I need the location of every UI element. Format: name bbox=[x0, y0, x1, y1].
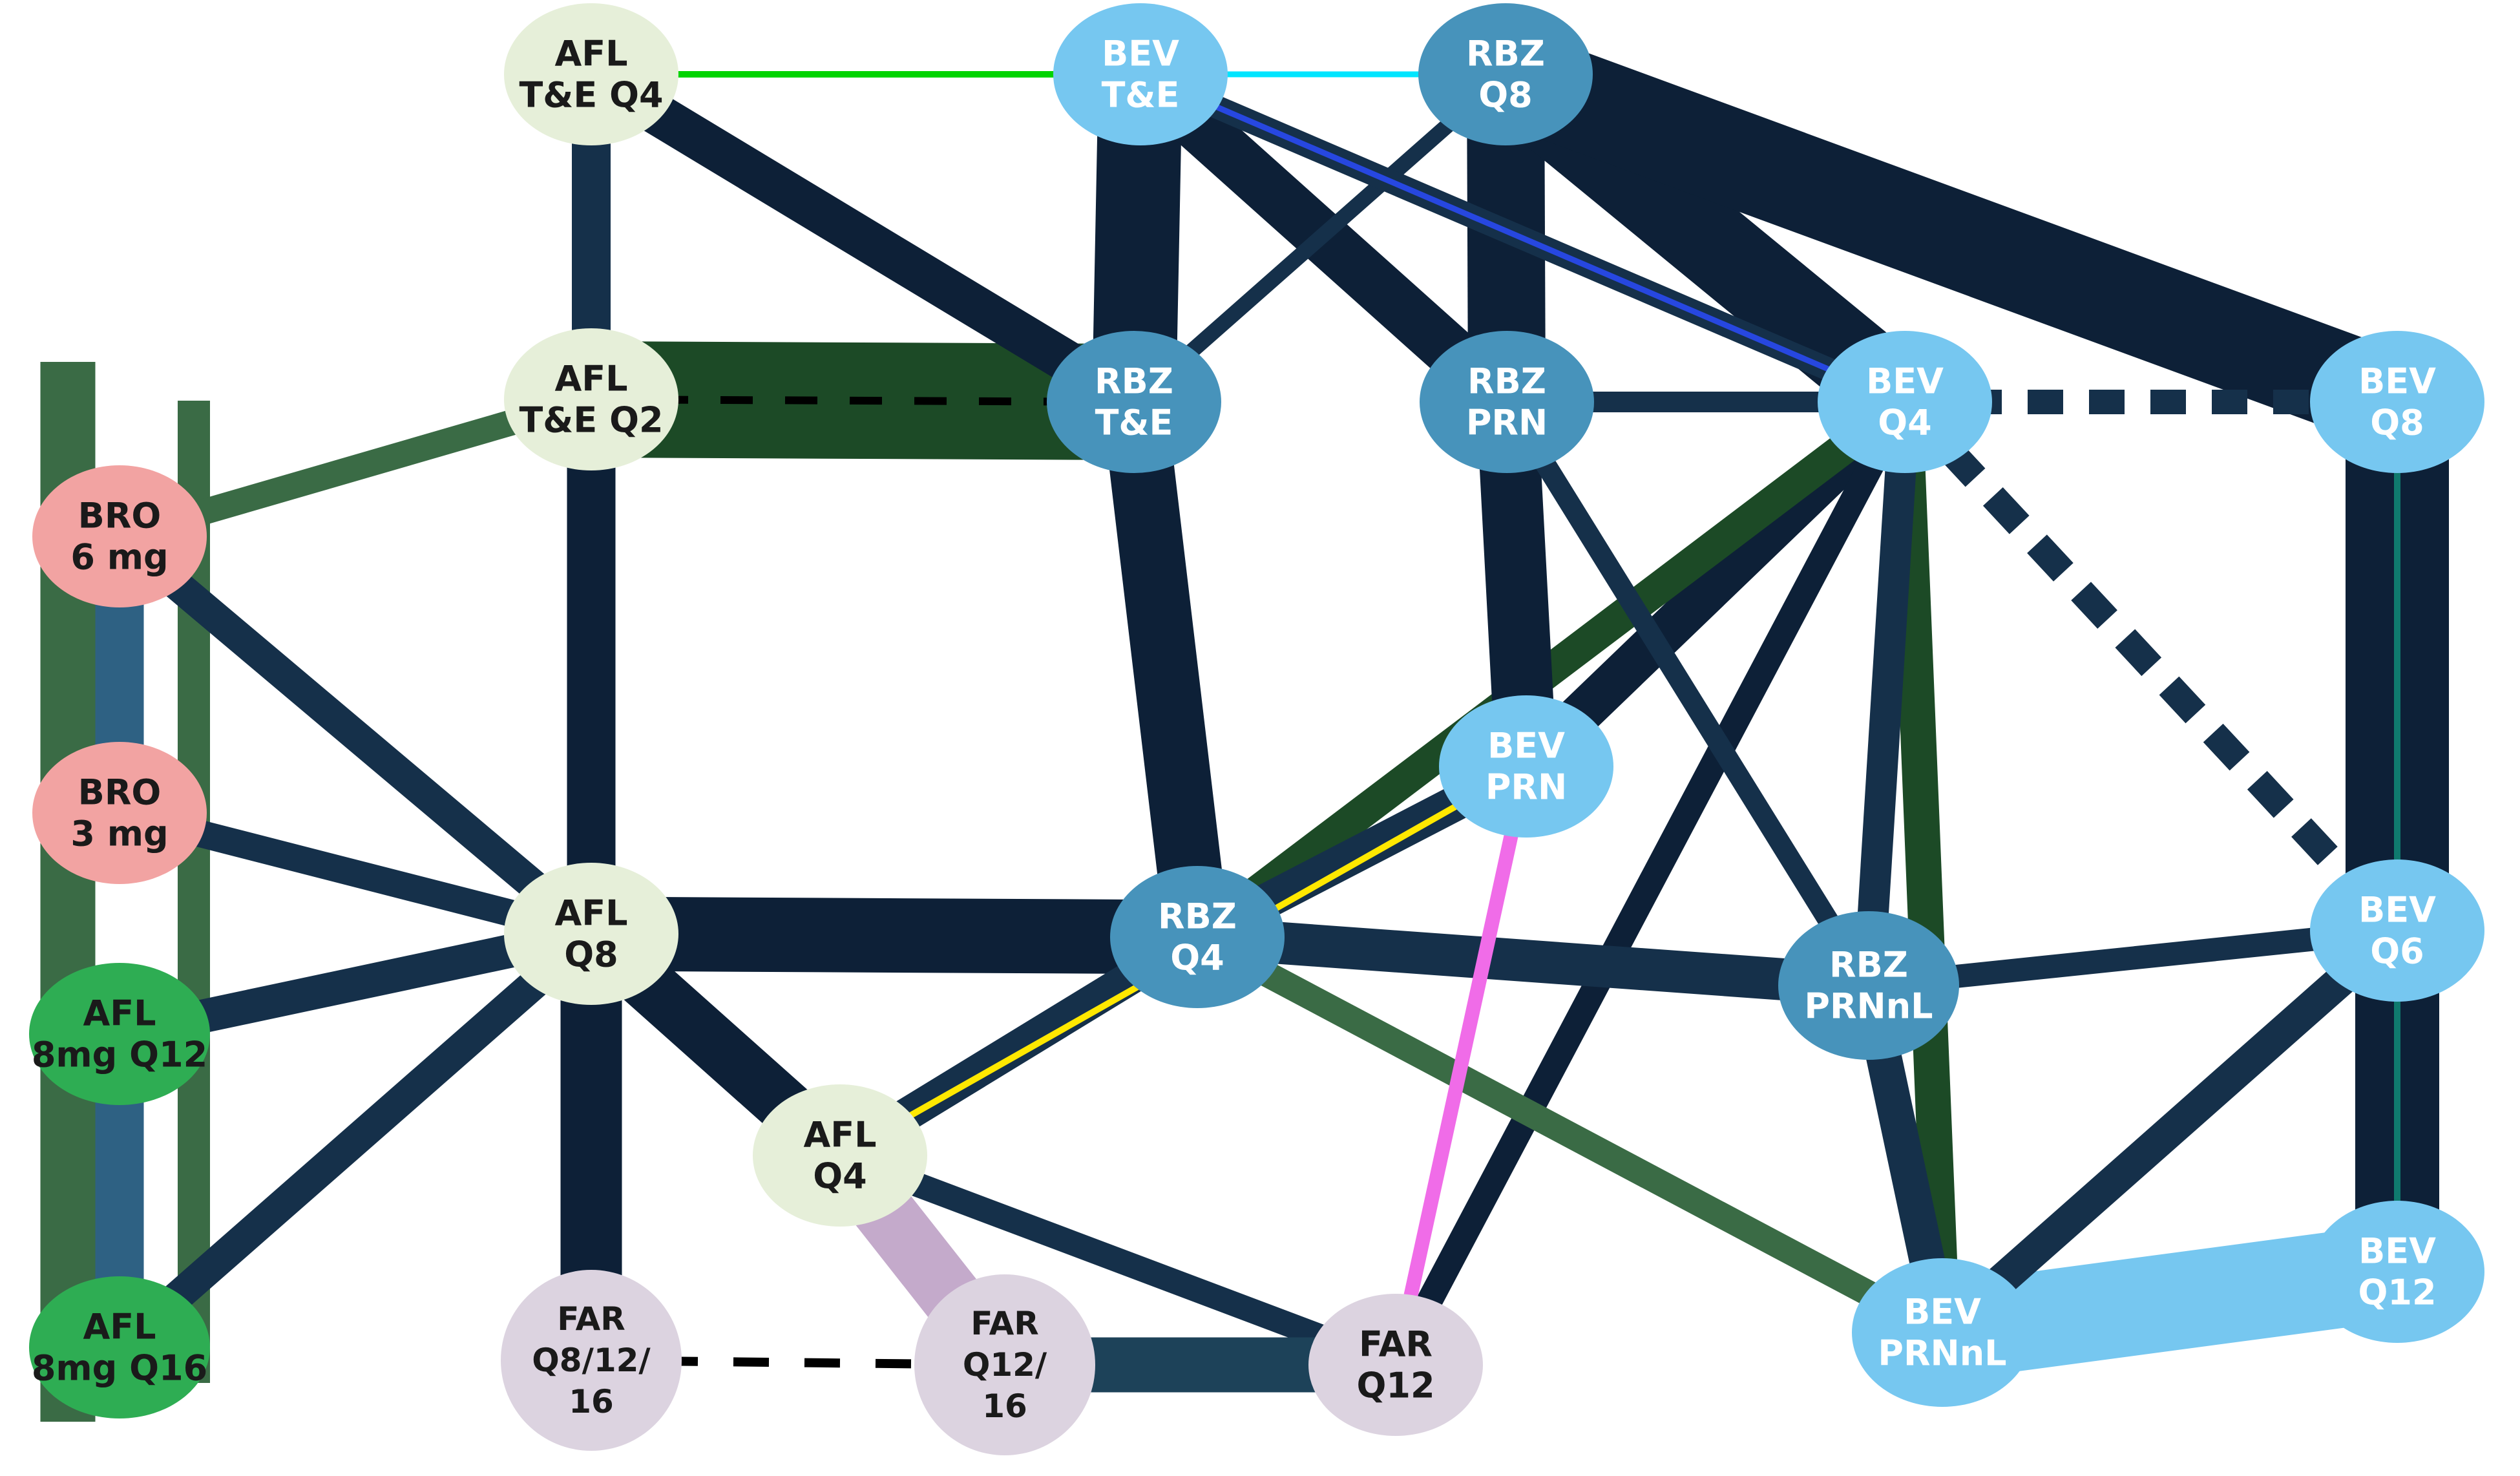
node-ellipse bbox=[504, 3, 678, 145]
edge-bev_q4-bev_prnnl bbox=[1887, 401, 1960, 1334]
node-ellipse bbox=[1778, 911, 1959, 1060]
node-ellipse bbox=[504, 863, 678, 1005]
edge-bev_te-bev_q4 bbox=[1139, 71, 1906, 405]
edge-rbz_q8-bev_q8 bbox=[1489, 28, 2414, 448]
edge-afl_te_q4-rbz_te bbox=[580, 56, 1145, 420]
node-ellipse bbox=[1418, 3, 1593, 145]
edge-rbz_q4-rbz_prnnl bbox=[1195, 916, 1871, 1007]
edge-rbz_te-rbz_q8 bbox=[1129, 68, 1511, 408]
node-ellipse bbox=[2310, 331, 2484, 473]
node-ellipse bbox=[29, 963, 210, 1105]
node-ellipse bbox=[1110, 866, 1285, 1008]
node-ellipse bbox=[29, 1276, 210, 1418]
node-ellipse bbox=[1047, 331, 1221, 473]
edge-bev_q4-far_q12 bbox=[1384, 395, 1916, 1371]
edge-bev_q6-bev_prnnl bbox=[1931, 918, 2408, 1345]
node-ellipse bbox=[32, 465, 207, 607]
node-ellipse bbox=[2310, 1201, 2484, 1343]
edge-bev_q4-rbz_prnnl bbox=[1853, 401, 1920, 987]
node-ellipse bbox=[1420, 331, 1594, 473]
edge-afl_8mg_q16-afl_q8 bbox=[109, 922, 602, 1360]
edge-layer bbox=[40, 28, 2449, 1422]
edge-far_q12-bev_prn bbox=[1389, 764, 1533, 1367]
edge-afl_q4-far_q12 bbox=[835, 1144, 1400, 1376]
node-ellipse bbox=[2310, 859, 2484, 1002]
node-ellipse bbox=[501, 1270, 682, 1451]
node-ellipse bbox=[1818, 331, 1992, 473]
edge-afl_q8-bro_6mg bbox=[109, 524, 602, 946]
edge-bev_q4-bev_q6 bbox=[1895, 392, 2408, 940]
node-ellipse bbox=[1308, 1294, 1483, 1436]
edge-rbz_te-rbz_q4 bbox=[1102, 398, 1230, 941]
edge-afl_q8-rbz_q4 bbox=[591, 896, 1198, 975]
edge-rbz_prn-rbz_prnnl bbox=[1498, 396, 1878, 991]
edge-afl_te_q2-rbz_te bbox=[591, 395, 1135, 406]
node-ellipse bbox=[32, 742, 207, 884]
node-ellipse bbox=[504, 328, 678, 470]
edge-rbz_q4-bev_prnnl bbox=[1191, 925, 1949, 1344]
node-ellipse bbox=[1053, 3, 1228, 145]
node-ellipse bbox=[1852, 1258, 2033, 1407]
node-ellipse bbox=[753, 1084, 927, 1227]
node-ellipse bbox=[914, 1274, 1095, 1455]
node-ellipse bbox=[1439, 695, 1613, 838]
